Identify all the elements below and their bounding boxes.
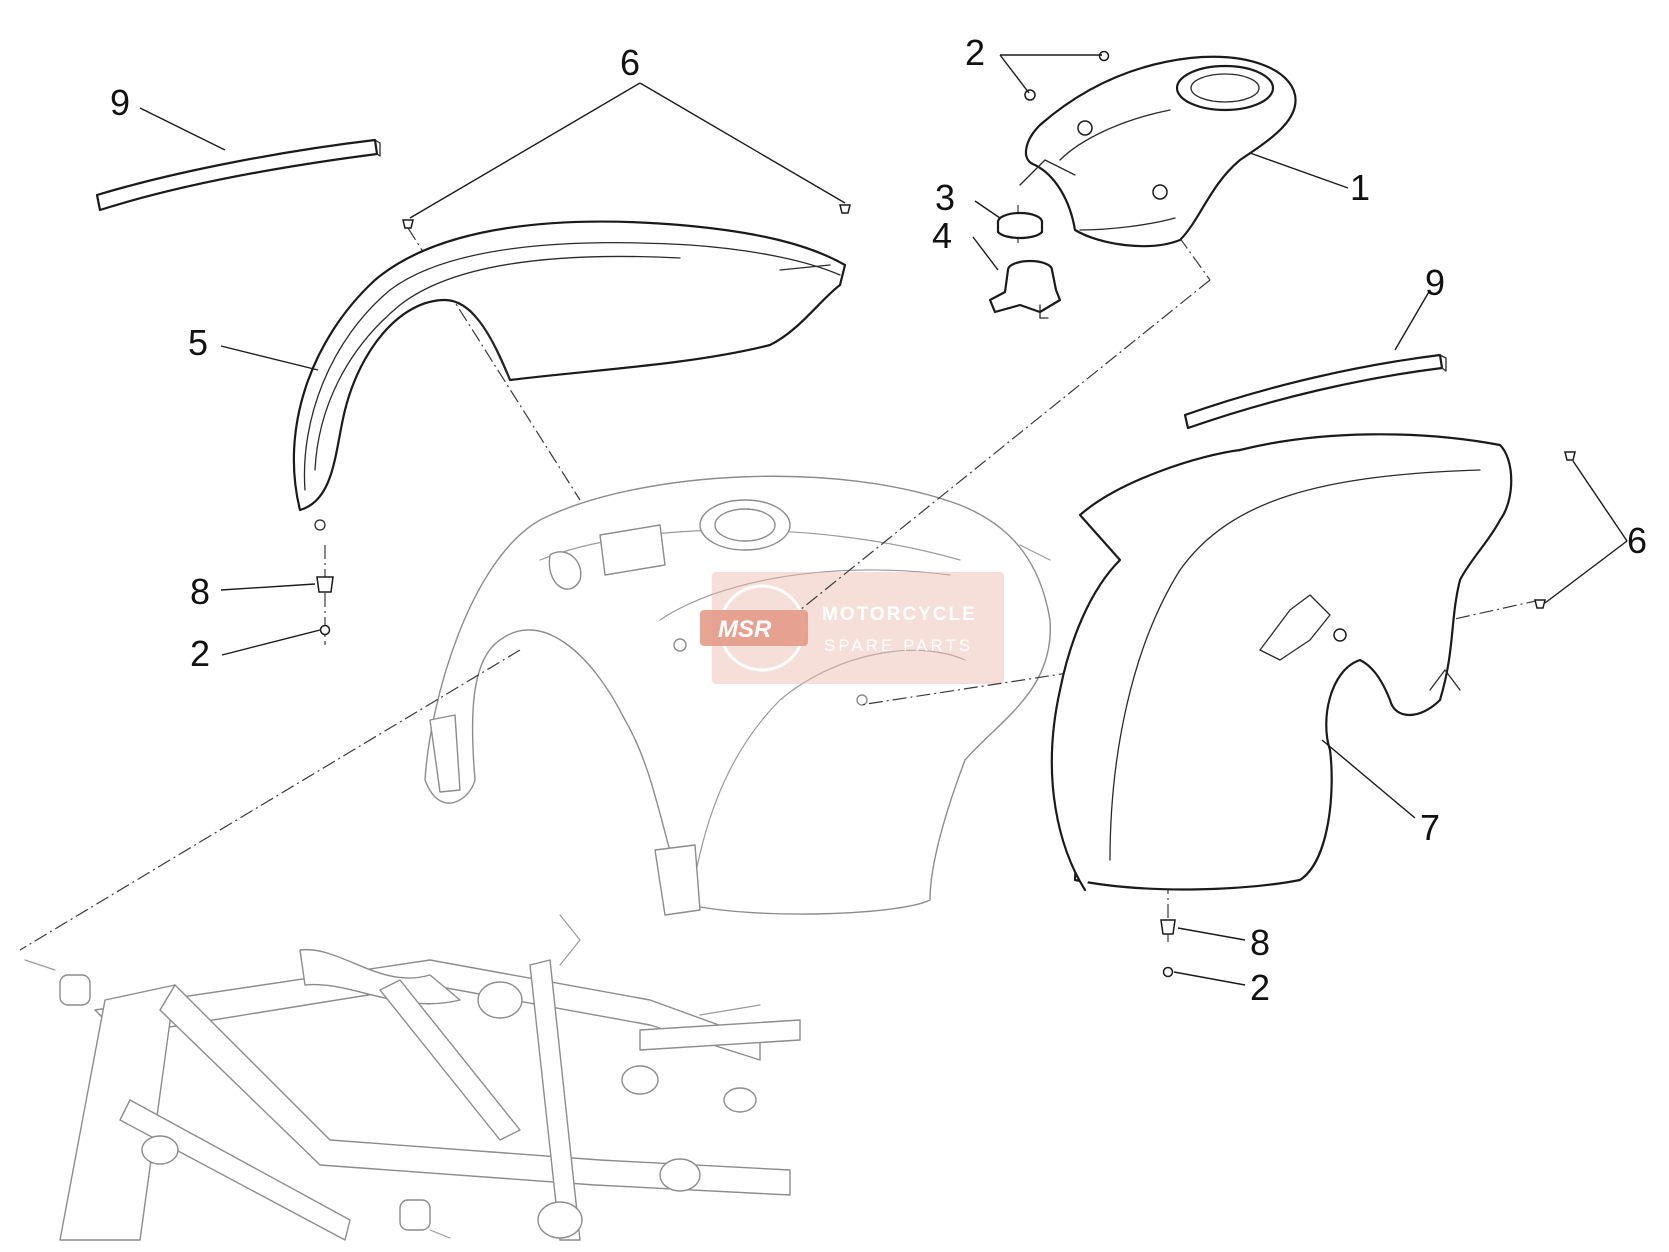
screw-2-right — [1162, 966, 1174, 978]
callout-2-right: 2 — [1250, 967, 1270, 1008]
screw-top-2 — [1098, 50, 1110, 62]
callout-9-left: 9 — [110, 82, 130, 123]
spacer-8-right — [1160, 919, 1176, 935]
fuel-tank-ghost — [424, 475, 1051, 916]
side-cover-right — [1050, 433, 1513, 892]
gasket — [996, 211, 1044, 240]
watermark: MSR MOTORCYCLE SPARE PARTS — [700, 572, 1004, 684]
callouts: 9 6 2 1 3 4 9 5 6 8 2 7 8 2 — [110, 32, 1647, 1008]
leader-lines — [139, 54, 1628, 986]
callout-7: 7 — [1420, 807, 1440, 848]
callout-3: 3 — [935, 177, 955, 218]
screw-6-right — [839, 204, 851, 214]
screw-6-left — [402, 219, 414, 229]
tank-top-cover — [1019, 55, 1297, 248]
callout-8-left: 8 — [190, 571, 210, 612]
callout-8-right: 8 — [1250, 922, 1270, 963]
trim-strip-left — [95, 138, 381, 212]
screw-6-right-b — [1534, 599, 1546, 609]
screw-2-left — [319, 624, 331, 636]
fasteners — [316, 50, 1576, 978]
callout-5: 5 — [188, 322, 208, 363]
callout-4: 4 — [932, 215, 952, 256]
callout-6-right: 6 — [1627, 520, 1647, 561]
watermark-line1: MOTORCYCLE — [822, 604, 977, 625]
spacer-8-left — [316, 576, 334, 593]
callout-2-top: 2 — [965, 32, 985, 73]
watermark-line2: SPARE PARTS — [824, 636, 973, 655]
trim-strip-right — [1183, 353, 1447, 430]
callout-2-left: 2 — [190, 633, 210, 674]
frame-ghost — [24, 914, 801, 1241]
callout-9-right: 9 — [1425, 262, 1445, 303]
screw-top-1 — [1024, 89, 1036, 101]
side-cover-left — [292, 220, 847, 531]
callout-1: 1 — [1350, 167, 1370, 208]
callout-6-top: 6 — [620, 42, 640, 83]
filler-ring — [988, 259, 1062, 319]
watermark-badge: MSR — [718, 616, 772, 643]
screw-6-right-a — [1564, 451, 1576, 461]
